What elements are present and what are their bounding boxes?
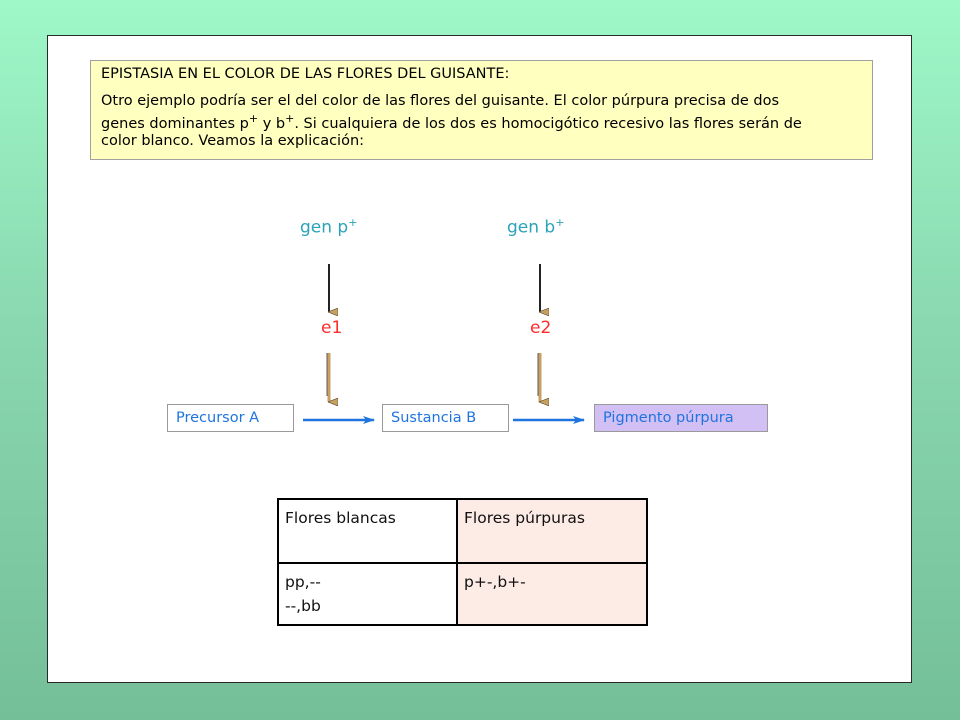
explanation-line-2a: genes dominantes p <box>101 115 249 132</box>
table-header-row: Flores blancas Flores púrpuras <box>277 498 648 564</box>
genotype-pp: pp,-- <box>285 573 321 591</box>
header-flores-purpuras: Flores púrpuras <box>456 498 648 564</box>
explanation-box: EPISTASIA EN EL COLOR DE LAS FLORES DEL … <box>90 60 873 160</box>
explanation-title: EPISTASIA EN EL COLOR DE LAS FLORES DEL … <box>101 66 510 82</box>
explanation-line-1: Otro ejemplo podría ser el del color de … <box>101 93 780 109</box>
superscript-plus: + <box>285 112 295 125</box>
gene-b-plus: + <box>555 216 565 229</box>
genotype-bb: --,bb <box>285 597 321 615</box>
gene-b-text: gen b <box>507 217 556 238</box>
gene-b-label: gen b+ <box>507 216 564 238</box>
explanation-line-2b: y b <box>258 115 286 132</box>
explanation-line-3: color blanco. Veamos la explicación: <box>101 132 365 149</box>
gene-p-plus: + <box>348 216 358 229</box>
node-precursor-a: Precursor A <box>167 404 294 432</box>
pathway-arrows <box>303 264 585 424</box>
phenotype-table: Flores blancas Flores púrpuras pp,-- --,… <box>277 498 648 626</box>
enzyme-e2-label: e2 <box>530 318 552 338</box>
cell-purple-genotypes: p+-,b+- <box>456 562 648 626</box>
gene-p-label: gen p+ <box>300 216 357 238</box>
table-row: pp,-- --,bb p+-,b+- <box>277 562 648 626</box>
explanation-text: Otro ejemplo podría ser el del color de … <box>101 93 862 150</box>
node-pigmento-purpura: Pigmento púrpura <box>594 404 768 432</box>
cell-white-genotypes: pp,-- --,bb <box>277 562 458 626</box>
superscript-plus: + <box>248 112 259 125</box>
enzyme-e1-label: e1 <box>321 318 343 338</box>
header-flores-blancas: Flores blancas <box>277 498 458 564</box>
node-sustancia-b: Sustancia B <box>382 404 509 432</box>
slide-canvas: EPISTASIA EN EL COLOR DE LAS FLORES DEL … <box>47 35 912 683</box>
gene-p-text: gen p <box>300 217 349 238</box>
explanation-line-2c: . Si cualquiera de los dos es homocigóti… <box>294 115 802 132</box>
